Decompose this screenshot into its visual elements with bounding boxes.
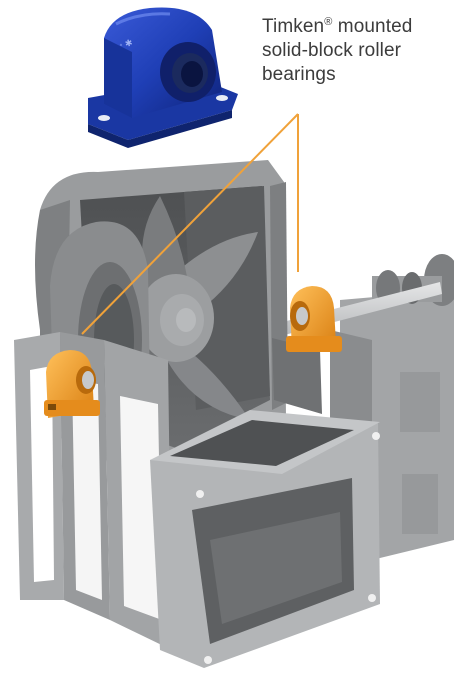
svg-text:◦ ✱: ◦ ✱ — [118, 37, 133, 50]
bearing-caption: Timken® mounted solid-block roller beari… — [262, 10, 450, 87]
impeller-icon — [112, 196, 258, 430]
callout-lines — [81, 113, 299, 335]
caption-line2: solid-block roller — [262, 40, 402, 61]
caption-line1-rest: mounted — [332, 16, 413, 37]
blue-bearing-icon: ◦ ✱ — [88, 7, 238, 148]
caption-brand: Timken — [262, 16, 325, 37]
orange-bearing-right-icon — [286, 286, 342, 352]
orange-bearing-left-icon — [44, 350, 100, 418]
trademark-symbol: ® — [324, 16, 333, 28]
caption-line3: bearings — [262, 64, 336, 85]
